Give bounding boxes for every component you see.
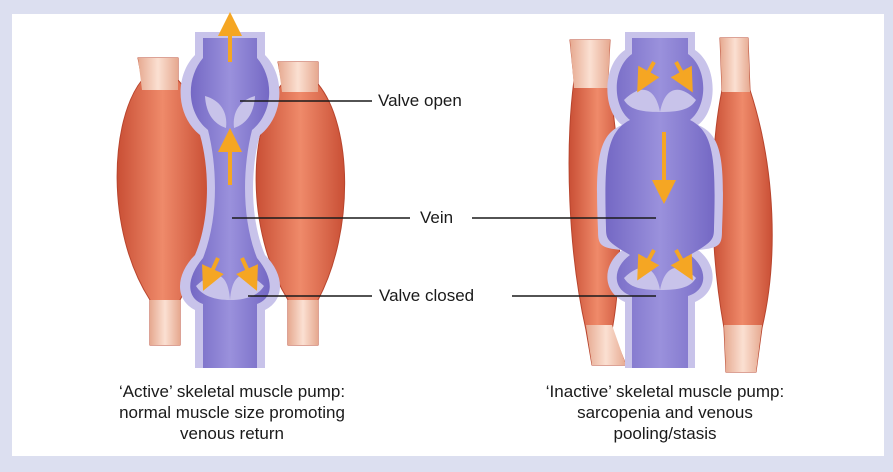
active-caption-line-2: normal muscle size promoting	[62, 402, 402, 423]
active-pump-caption: ‘Active’ skeletal muscle pump: normal mu…	[62, 381, 402, 444]
inactive-caption-line-2: sarcopenia and venous	[490, 402, 840, 423]
valve-open-label: Valve open	[378, 91, 462, 111]
active-caption-line-1: ‘Active’ skeletal muscle pump:	[62, 381, 402, 402]
inactive-vein	[597, 32, 723, 368]
active-caption-line-3: venous return	[62, 423, 402, 444]
inactive-pump-caption: ‘Inactive’ skeletal muscle pump: sarcope…	[490, 381, 840, 444]
inactive-caption-line-1: ‘Inactive’ skeletal muscle pump:	[490, 381, 840, 402]
vein-label: Vein	[420, 208, 453, 228]
valve-closed-label: Valve closed	[379, 286, 474, 306]
inactive-caption-line-3: pooling/stasis	[490, 423, 840, 444]
